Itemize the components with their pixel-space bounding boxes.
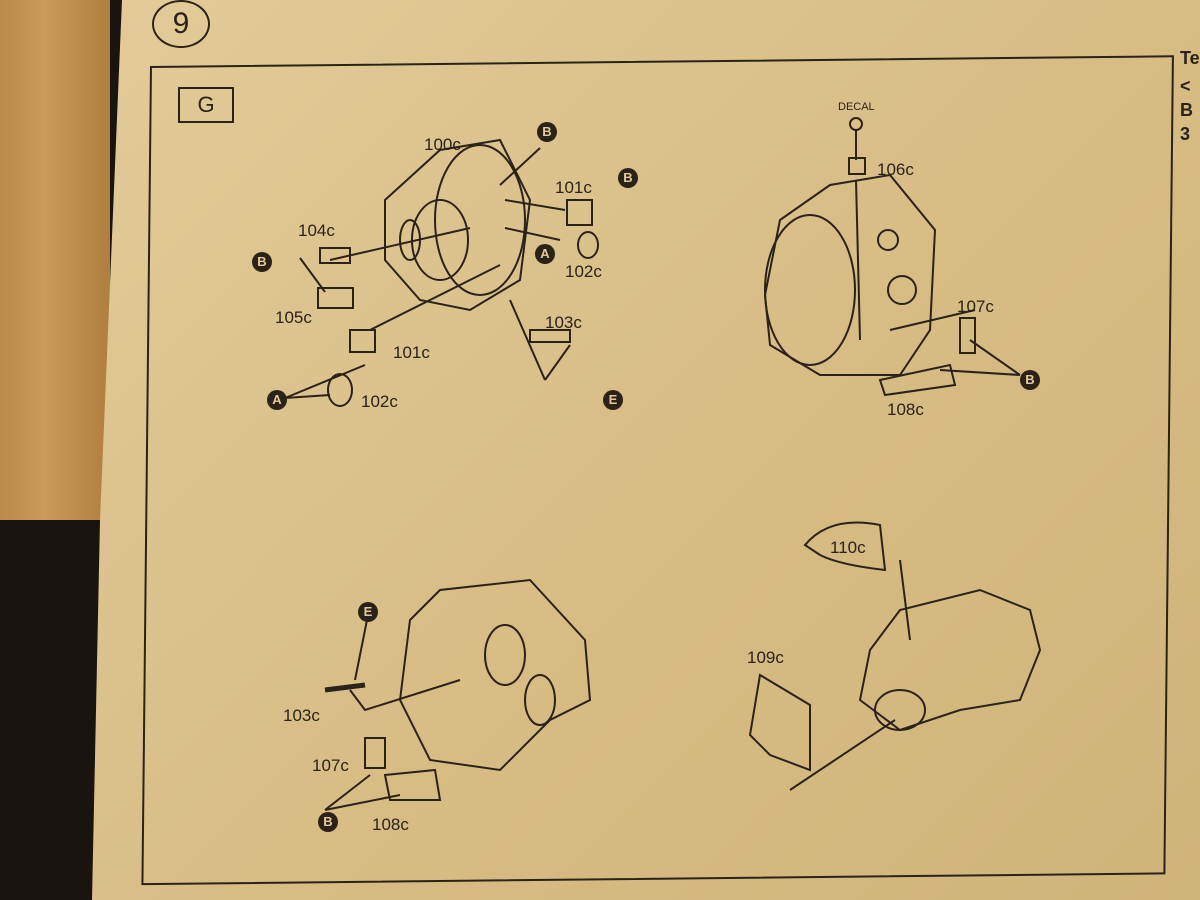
part-label: 102c: [565, 262, 602, 281]
edge-text: 3: [1180, 124, 1191, 144]
part-label: 107c: [957, 297, 994, 316]
wooden-table: [0, 0, 110, 520]
edge-text: Te: [1180, 48, 1200, 68]
part-label: 102c: [361, 392, 398, 411]
marker-a: A: [267, 390, 287, 410]
edge-text: <: [1180, 76, 1191, 96]
part-label: 105c: [275, 308, 312, 327]
marker-b: B: [252, 252, 272, 272]
part-label: 106c: [877, 160, 914, 179]
part-label: 108c: [372, 815, 409, 834]
marker-a: A: [535, 244, 555, 264]
marker-b: B: [318, 812, 338, 832]
part-label: 110c: [830, 538, 866, 557]
marker-b: B: [1020, 370, 1040, 390]
part-label: 107c: [312, 756, 349, 775]
part-label: 101c: [555, 178, 592, 197]
turret-top-left: [284, 138, 599, 407]
part-label: 109c: [747, 648, 784, 667]
instruction-sheet: [92, 0, 1200, 900]
part-label: 104c: [298, 221, 335, 240]
marker-e: E: [603, 390, 623, 410]
step-number: 9: [152, 0, 210, 48]
part-label: 103c: [545, 313, 582, 332]
turret-bottom-right: [748, 521, 1042, 791]
part-label: 101c: [393, 343, 430, 362]
part-label: 100c: [424, 135, 461, 154]
marker-b: B: [618, 168, 638, 188]
turret-top-right: [763, 117, 1021, 397]
part-label: 103c: [283, 706, 320, 725]
decal-label: DECAL: [838, 101, 875, 113]
turret-bottom-left: [324, 578, 592, 811]
edge-text: B: [1180, 100, 1193, 120]
marker-b: B: [537, 122, 557, 142]
part-label: 108c: [887, 400, 924, 419]
section-label: G: [178, 87, 234, 123]
marker-e: E: [358, 602, 378, 622]
